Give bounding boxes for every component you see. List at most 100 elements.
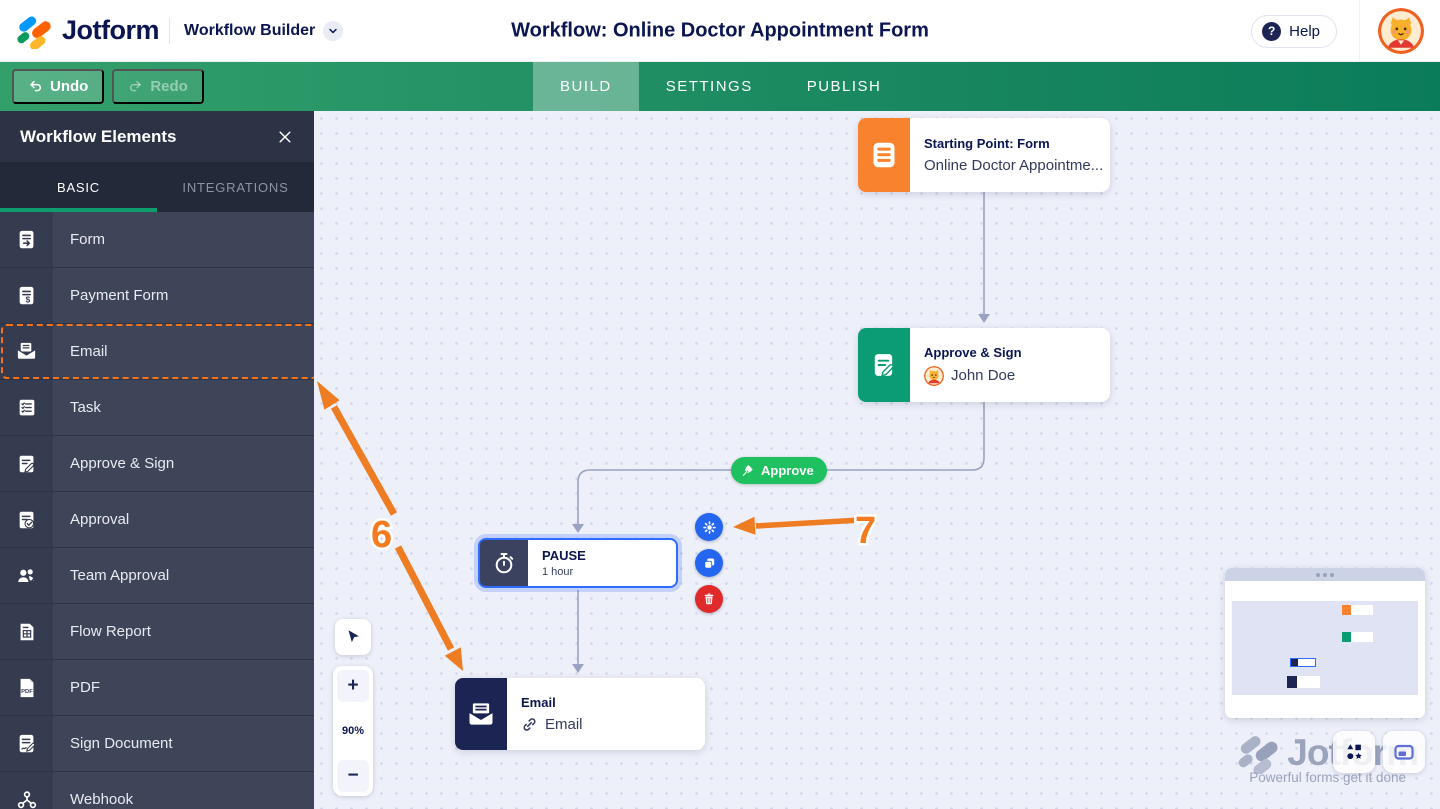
minimap-node-approve-sign bbox=[1342, 632, 1373, 642]
node-title: Starting Point: Form bbox=[924, 136, 1050, 151]
app-switcher-label: Workflow Builder bbox=[184, 21, 316, 39]
sidebar-item-approval[interactable]: Approval bbox=[0, 492, 314, 548]
svg-text:PDF: PDF bbox=[21, 689, 33, 695]
minimap-node-pause bbox=[1290, 658, 1316, 667]
minimap-node-start bbox=[1342, 605, 1373, 615]
pdf-icon: PDF bbox=[0, 660, 53, 715]
help-label: Help bbox=[1289, 22, 1320, 40]
zoom-controls: + 90% − bbox=[333, 666, 373, 796]
undo-label: Undo bbox=[50, 78, 89, 95]
brand-name: Jotform bbox=[62, 15, 160, 45]
minimap-toggle-button[interactable] bbox=[1383, 731, 1425, 773]
sign-document-icon bbox=[0, 716, 53, 771]
sidebar-item-webhook[interactable]: Webhook bbox=[0, 772, 314, 809]
chevron-down-icon bbox=[323, 20, 344, 41]
approval-icon bbox=[0, 492, 53, 547]
flow-report-icon bbox=[0, 604, 53, 659]
payment-form-icon: $ bbox=[0, 268, 53, 323]
zoom-in-button[interactable]: + bbox=[337, 670, 369, 702]
undo-icon bbox=[30, 80, 42, 92]
node-settings-button[interactable] bbox=[695, 513, 723, 541]
zoom-level: 90% bbox=[341, 725, 365, 737]
node-title: Approve & Sign bbox=[924, 344, 1022, 360]
node-subtitle: 1 hour bbox=[542, 566, 574, 578]
top-header: Jotform Workflow Builder Workflow: Onlin… bbox=[0, 0, 1440, 62]
brand[interactable]: Jotform bbox=[0, 13, 160, 49]
tab-settings[interactable]: SETTINGS bbox=[665, 78, 753, 95]
pen-nib-icon bbox=[742, 464, 753, 476]
tab-publish[interactable]: PUBLISH bbox=[806, 78, 882, 95]
jotform-logo-icon bbox=[17, 16, 51, 49]
minimap[interactable] bbox=[1225, 568, 1425, 718]
svg-text:$: $ bbox=[25, 295, 30, 304]
sidebar-item-email[interactable]: Email bbox=[0, 324, 314, 380]
node-duplicate-button[interactable] bbox=[695, 549, 723, 577]
node-subtitle: Email bbox=[545, 716, 583, 733]
node-subtitle: Online Doctor Appointme... bbox=[924, 157, 1104, 174]
select-tool-button[interactable] bbox=[335, 619, 371, 655]
cursor-icon bbox=[348, 630, 359, 643]
email-icon bbox=[0, 324, 53, 379]
builder-tabs: BUILD SETTINGS PUBLISH bbox=[533, 62, 908, 111]
sidebar-item-team-approval[interactable]: Team Approval bbox=[0, 548, 314, 604]
node-pause[interactable]: PAUSE 1 hour bbox=[478, 538, 678, 588]
team-approval-icon bbox=[0, 548, 53, 603]
tab-integrations[interactable]: INTEGRATIONS bbox=[182, 179, 289, 195]
header-divider bbox=[169, 17, 170, 44]
node-email[interactable]: Email Email bbox=[455, 678, 705, 750]
redo-button[interactable]: Redo bbox=[112, 69, 204, 104]
gear-icon bbox=[702, 520, 716, 534]
tab-basic[interactable]: BASIC bbox=[0, 162, 157, 212]
minimap-icon bbox=[1394, 744, 1414, 760]
elements-toggle-button[interactable] bbox=[1333, 731, 1375, 773]
stopwatch-icon bbox=[480, 540, 528, 586]
copy-icon bbox=[703, 558, 714, 569]
node-approve-sign[interactable]: Approve & Sign John Doe bbox=[858, 328, 1110, 402]
sidebar-item-payment-form[interactable]: $ Payment Form bbox=[0, 268, 314, 324]
minimap-viewport bbox=[1232, 601, 1418, 695]
builder-toolbar: Undo Redo BUILD SETTINGS PUBLISH bbox=[0, 62, 1440, 111]
sidebar-item-approve-sign[interactable]: Approve & Sign bbox=[0, 436, 314, 492]
node-title: Email bbox=[521, 695, 556, 710]
watermark-tagline: Powerful forms get it done bbox=[1249, 770, 1407, 785]
task-icon bbox=[0, 380, 53, 435]
assignee-name: John Doe bbox=[951, 367, 1016, 384]
branch-label-approve[interactable]: Approve bbox=[731, 457, 827, 484]
sidebar-item-pdf[interactable]: PDF PDF bbox=[0, 660, 314, 716]
assignee-avatar bbox=[924, 365, 944, 386]
close-icon[interactable] bbox=[274, 126, 296, 148]
minimap-titlebar bbox=[1225, 568, 1425, 581]
webhook-icon bbox=[0, 772, 53, 809]
page-title: Workflow: Online Doctor Appointment Form bbox=[511, 19, 929, 41]
header-divider bbox=[1359, 0, 1360, 62]
email-icon bbox=[455, 678, 507, 750]
sidebar-item-sign-document[interactable]: Sign Document bbox=[0, 716, 314, 772]
form-icon bbox=[0, 212, 53, 267]
panel-title: Workflow Elements bbox=[20, 126, 177, 146]
node-starting-point[interactable]: Starting Point: Form Online Doctor Appoi… bbox=[858, 118, 1110, 192]
user-avatar[interactable] bbox=[1378, 8, 1424, 54]
minimap-node-email bbox=[1287, 676, 1320, 688]
link-icon bbox=[523, 718, 536, 731]
question-icon: ? bbox=[1262, 21, 1282, 41]
zoom-out-button[interactable]: − bbox=[337, 760, 369, 792]
form-icon bbox=[858, 118, 910, 192]
approve-sign-icon bbox=[858, 328, 910, 402]
trash-icon bbox=[704, 593, 714, 605]
redo-label: Redo bbox=[150, 78, 188, 95]
help-button[interactable]: ? Help bbox=[1251, 14, 1337, 48]
app-switcher[interactable]: Workflow Builder bbox=[184, 20, 344, 41]
sidebar-item-flow-report[interactable]: Flow Report bbox=[0, 604, 314, 660]
sidebar-item-task[interactable]: Task bbox=[0, 380, 314, 436]
shapes-icon bbox=[1347, 744, 1362, 760]
undo-button[interactable]: Undo bbox=[12, 69, 105, 104]
sidebar-item-form[interactable]: Form bbox=[0, 212, 314, 268]
node-delete-button[interactable] bbox=[695, 585, 723, 613]
node-title: PAUSE bbox=[542, 548, 586, 563]
redo-icon bbox=[130, 80, 142, 92]
workflow-canvas[interactable]: Starting Point: Form Online Doctor Appoi… bbox=[314, 111, 1440, 809]
jotform-watermark-icon bbox=[1238, 736, 1278, 774]
tab-build[interactable]: BUILD bbox=[533, 62, 639, 111]
approve-sign-icon bbox=[0, 436, 53, 491]
